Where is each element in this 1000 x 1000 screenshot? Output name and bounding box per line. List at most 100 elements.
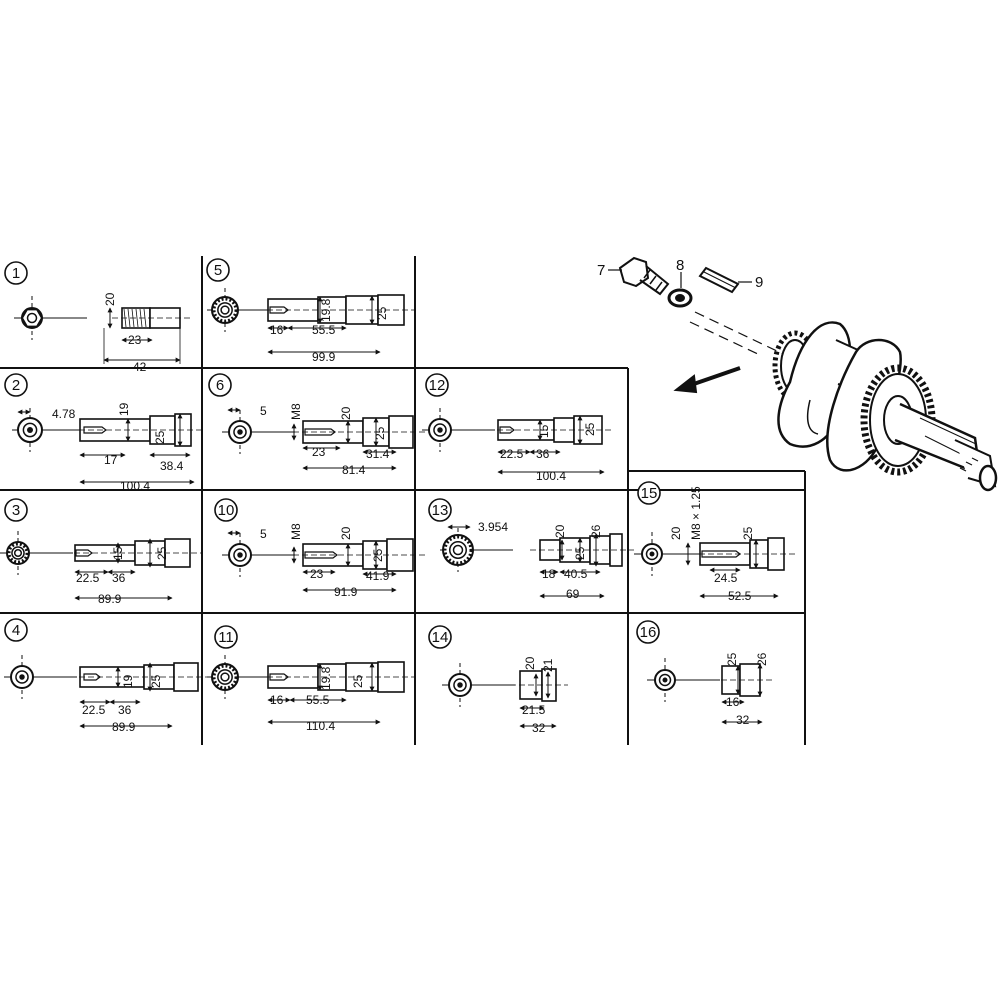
dim-label: 40.5 [564, 567, 588, 581]
panel-number: 1 [12, 265, 20, 282]
dim-label: 21 [541, 658, 555, 672]
dim-label: 19.8 [319, 666, 333, 690]
panel-number-badge [208, 373, 232, 397]
dim-label: 110.4 [306, 719, 335, 733]
dim-label: 91.9 [334, 585, 358, 599]
dim-label: 25 [725, 652, 739, 666]
panel-number: 4 [12, 622, 20, 639]
dim-label: 23 [310, 567, 324, 581]
dim-label: 22.5 [82, 703, 106, 717]
dim-label: 20 [339, 406, 353, 420]
dim-label: 15 [537, 424, 551, 438]
dim-label: 19 [121, 674, 135, 688]
panel-number: 12 [429, 377, 446, 394]
dim-label: 25 [573, 546, 587, 560]
dim-label: 5 [260, 404, 267, 418]
panel-4: 4 19 25 22.5 36 89.9 [4, 618, 210, 734]
dim-label: 25 [351, 674, 365, 688]
dim-label: 19.8 [319, 298, 333, 322]
panel-number: 2 [12, 377, 20, 394]
panel-grid-lines [0, 256, 806, 745]
dim-label: 32 [736, 713, 750, 727]
panel-number-badge [214, 498, 238, 522]
panel-number: 14 [432, 629, 449, 646]
dim-label: 23 [312, 445, 326, 459]
dim-label: M8 [289, 403, 303, 420]
dim-label: 25 [153, 430, 167, 444]
dim-label: 19 [117, 402, 131, 416]
dim-label: 16 [726, 695, 740, 709]
panel-number: 13 [432, 502, 449, 519]
dim-label: 24.5 [714, 571, 738, 585]
dim-label: 20 [553, 524, 567, 538]
dim-label: 5 [260, 527, 267, 541]
dim-label: 16 [270, 323, 284, 337]
dim-label: 26 [589, 524, 603, 538]
key-part [698, 266, 740, 294]
dim-label: 31.4 [366, 447, 390, 461]
dim-label: 25 [155, 546, 169, 560]
dim-label: 23 [128, 333, 142, 347]
dim-label: 25 [371, 548, 385, 562]
panel-number-badge [428, 625, 452, 649]
panel-number: 16 [640, 624, 657, 641]
dim-label: 4.78 [52, 407, 76, 421]
panel-number: 5 [214, 262, 222, 279]
dim-label: M8 × 1.25 [689, 486, 703, 540]
output-shaft [894, 402, 998, 492]
panel-5: 5 19.8 25 16 55.5 99.9 [206, 258, 416, 364]
panel-number-badge [206, 258, 230, 282]
dim-label: 52.5 [728, 589, 752, 603]
direction-arrow [673, 366, 741, 394]
crankshaft-illustration [618, 256, 998, 492]
dim-label: 55.5 [312, 323, 336, 337]
dim-label: 81.4 [342, 463, 366, 477]
dim-label: 42 [133, 360, 147, 374]
dim-label: 99.9 [312, 350, 336, 364]
dim-label: 15 [111, 546, 125, 560]
dim-label: 20 [339, 526, 353, 540]
panel-15: 15 M8 × 1.25 20 25 24.5 52.5 [634, 481, 796, 603]
dim-label: M8 [289, 523, 303, 540]
panel-number-badge [428, 498, 452, 522]
dim-label: 89.9 [112, 720, 136, 734]
panel-number-badge [425, 373, 449, 397]
panel-number: 11 [218, 629, 234, 646]
callout-label-8: 8 [676, 257, 684, 274]
panel-number-badge [4, 498, 28, 522]
dim-label: 21.5 [522, 703, 546, 717]
dim-label: 25 [149, 674, 163, 688]
panel-number-badge [636, 620, 660, 644]
panel-number: 15 [641, 485, 658, 502]
panel-number-badge [4, 373, 28, 397]
panel-number: 6 [216, 377, 224, 394]
dim-label: 20 [103, 292, 117, 306]
dim-label: 38.4 [160, 459, 184, 473]
dim-label: 89.9 [98, 592, 122, 606]
dim-label: 25 [375, 306, 389, 320]
panel-number: 10 [218, 502, 235, 519]
panel-1: 1 20 23 42 [4, 261, 192, 374]
dim-label: 55.5 [306, 693, 330, 707]
callout-label-7: 7 [597, 262, 605, 279]
dim-label: 17 [104, 453, 118, 467]
bolt-part [618, 256, 670, 296]
panel-number-badge [214, 625, 238, 649]
panel-number-badge [637, 481, 661, 505]
dim-label: 25 [741, 526, 755, 540]
panel-number: 3 [12, 502, 20, 519]
dim-label: 36 [118, 703, 132, 717]
panel-number-badge [4, 261, 28, 285]
dim-label: 20 [669, 526, 683, 540]
